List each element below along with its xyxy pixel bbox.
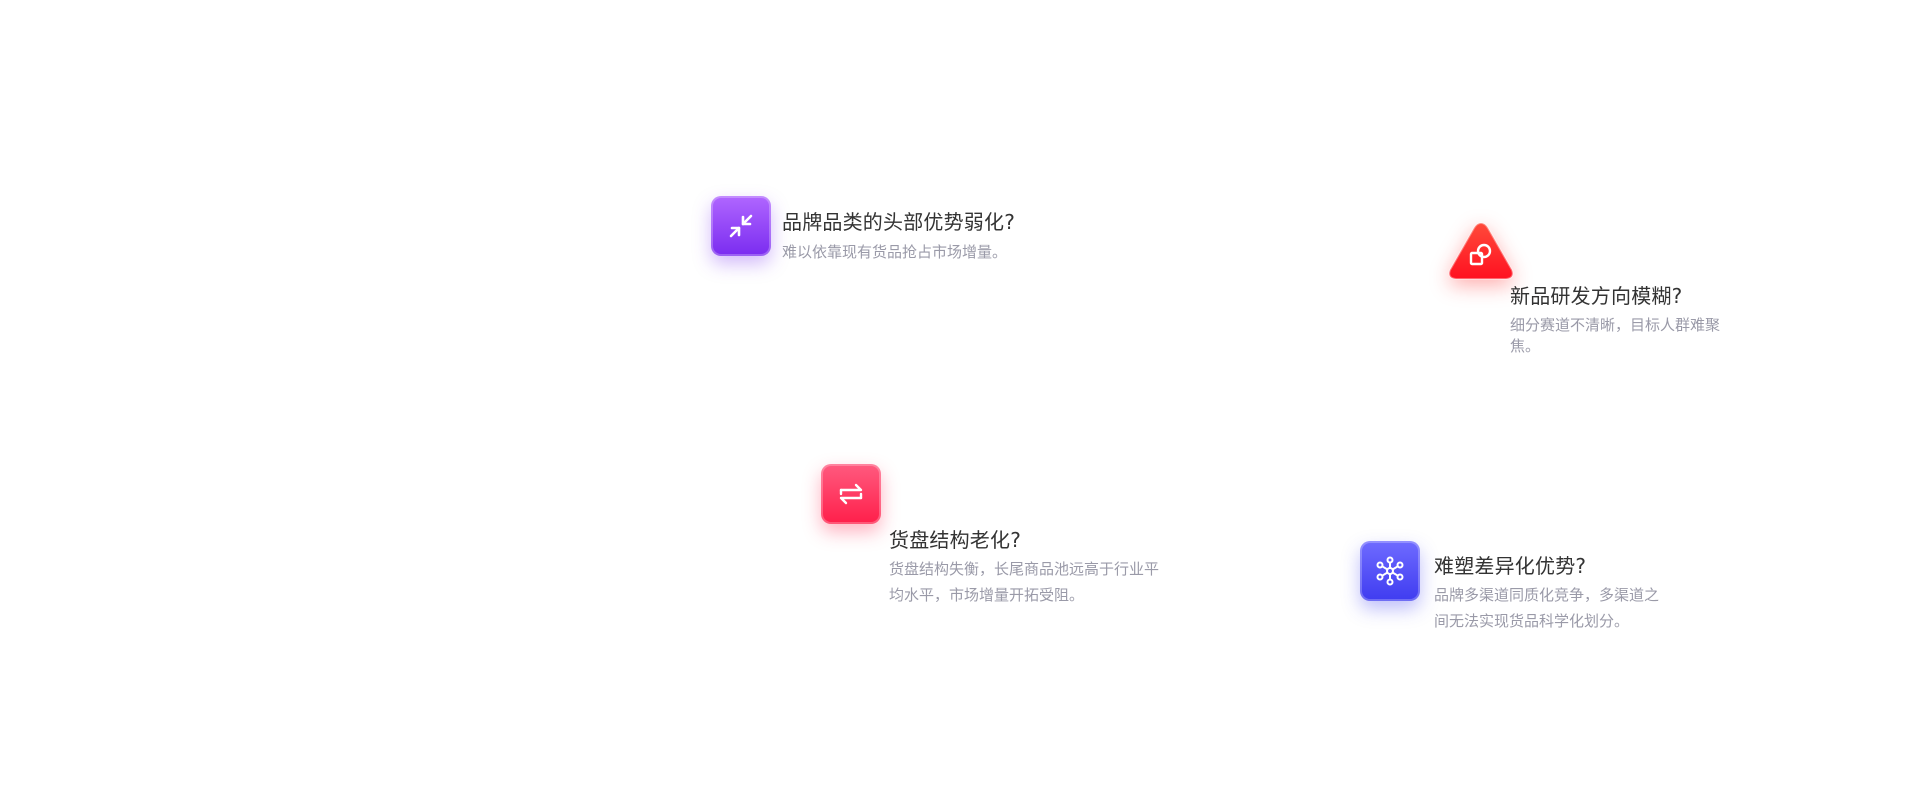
network-nodes-icon — [1360, 541, 1420, 601]
card-description: 品牌多渠道同质化竞争，多渠道之间无法实现货品科学化划分。 — [1434, 586, 1660, 630]
card-description: 细分赛道不清晰，目标人群难聚焦。 — [1510, 316, 1721, 355]
swap-arrows-icon — [821, 464, 881, 524]
card-title: 品牌品类的头部优势弱化? — [782, 210, 1016, 234]
card-description: 货盘结构失衡，长尾商品池远高于行业平均水平，市场增量开拓受阻。 — [889, 560, 1160, 604]
card-title: 货盘结构老化? — [889, 528, 1022, 552]
card-description: 难以依靠现有货品抢占市场增量。 — [782, 243, 1008, 261]
card-title: 难塑差异化优势? — [1434, 554, 1587, 578]
card-title: 新品研发方向模糊? — [1510, 284, 1683, 308]
compress-arrows-icon — [711, 196, 771, 256]
shapes-icon — [1448, 221, 1514, 280]
